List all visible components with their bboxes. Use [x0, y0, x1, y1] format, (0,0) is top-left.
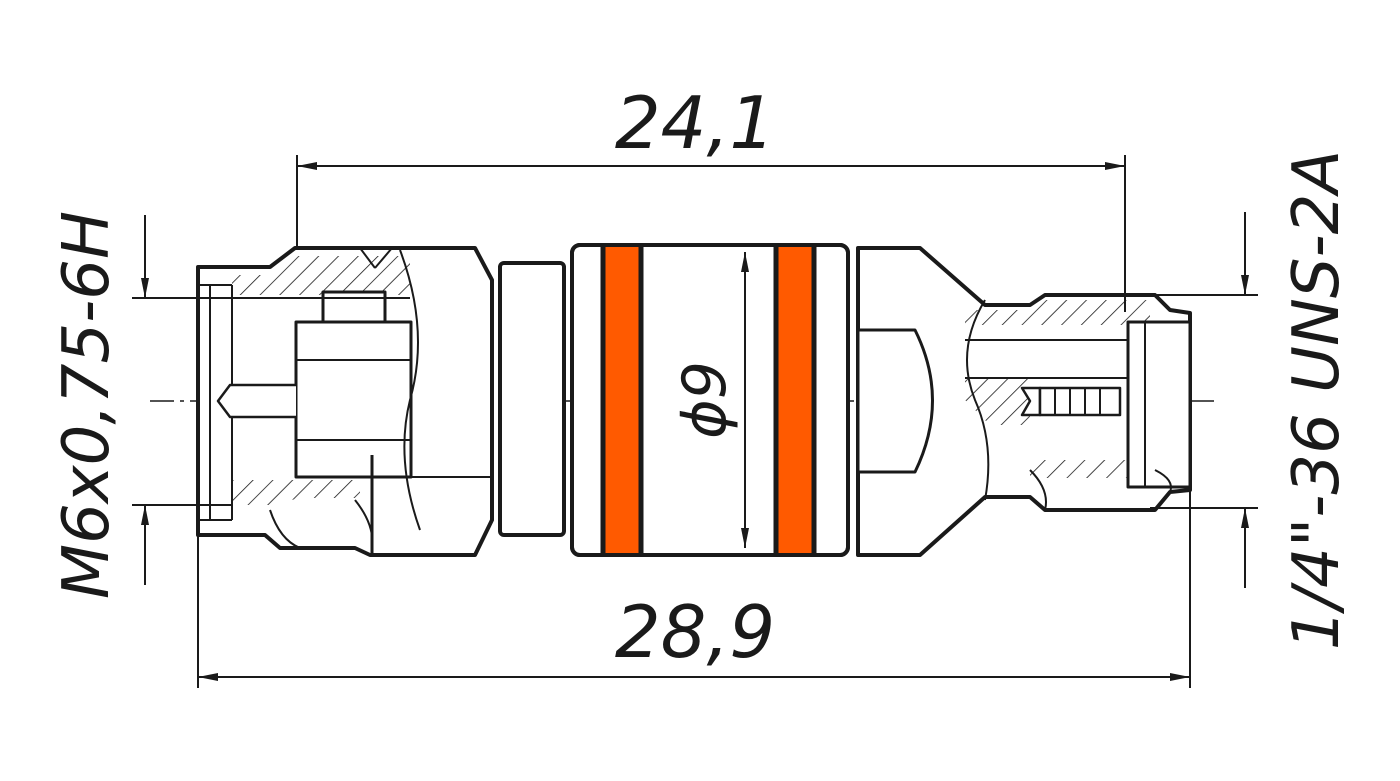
right-thread-label: 1/4"-36 UNS-2A: [1280, 150, 1354, 650]
left-nut-section: [196, 246, 494, 557]
left-thread-label: M6x0,75-6H: [50, 211, 124, 599]
bottom-length-dimension: 28,9: [197, 490, 1191, 688]
right-thread-dimension: 1/4"-36 UNS-2A: [1150, 150, 1354, 650]
orange-band-left: [603, 247, 641, 553]
orange-band-right: [776, 247, 814, 553]
diameter-label: ϕ9: [670, 361, 740, 439]
top-length-dimension: 24,1: [296, 81, 1126, 312]
right-plug-section: [856, 246, 1192, 557]
bottom-length-label: 28,9: [615, 590, 775, 674]
center-barrel: [570, 243, 850, 557]
left-thread-dimension: M6x0,75-6H: [50, 211, 410, 599]
top-length-label: 24,1: [615, 81, 775, 165]
separator-ring: [498, 261, 566, 537]
